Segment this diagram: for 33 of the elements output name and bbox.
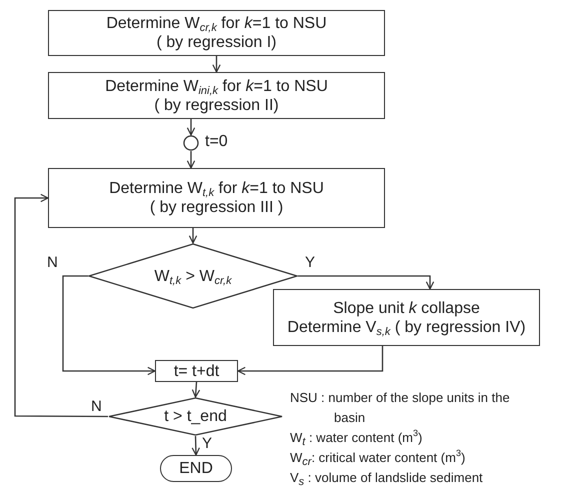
arrow	[186, 151, 196, 169]
arrow	[298, 275, 434, 290]
arrow	[212, 56, 221, 73]
node-caption: t=0	[205, 133, 228, 151]
arrow	[192, 436, 200, 456]
node-text: t= t+dt	[174, 362, 220, 380]
legend-note: W$_{cr}$: critical water content (m$^{3}$)	[290, 448, 466, 468]
node-text: t > t_end	[164, 407, 227, 426]
process-box	[48, 72, 385, 119]
process-box	[48, 168, 385, 228]
legend-note: V$_{s}$ : volume of landslide sediment	[290, 469, 483, 486]
arrow	[62, 275, 156, 376]
node-text: Determine V$_{s,k}$ ( by regression IV)	[287, 318, 526, 336]
process-box	[155, 360, 238, 382]
node-text: Determine W$_{t,k}$ for k=1 to NSU	[109, 179, 324, 198]
node-text: Slope unit k collapse	[333, 298, 480, 318]
arrow	[186, 119, 196, 136]
node-text: Determine W$_{ini,k}$ for k=1 to NSU	[105, 76, 328, 96]
node-text: Determine W$_{cr,k}$ for k=1 to NSU	[106, 14, 327, 33]
node-text: END	[179, 459, 213, 478]
node-text: ( by regression II)	[154, 96, 279, 114]
node-text: W$_{t,k}$ > W$_{cr,k}$	[154, 266, 232, 286]
node-text: ( by regression I)	[156, 33, 277, 52]
node-text: ( by regression III )	[150, 198, 284, 217]
process-box	[48, 10, 385, 56]
legend-note: NSU : number of the slope units in the basin	[290, 389, 511, 427]
process-box	[273, 289, 540, 346]
legend-note: W$_{t}$ : water content (m$^{3}$)	[290, 428, 422, 448]
arrow	[237, 346, 384, 376]
arrow	[188, 228, 198, 244]
terminal-box	[160, 455, 232, 482]
arrow	[14, 194, 108, 418]
arrow	[192, 382, 200, 398]
